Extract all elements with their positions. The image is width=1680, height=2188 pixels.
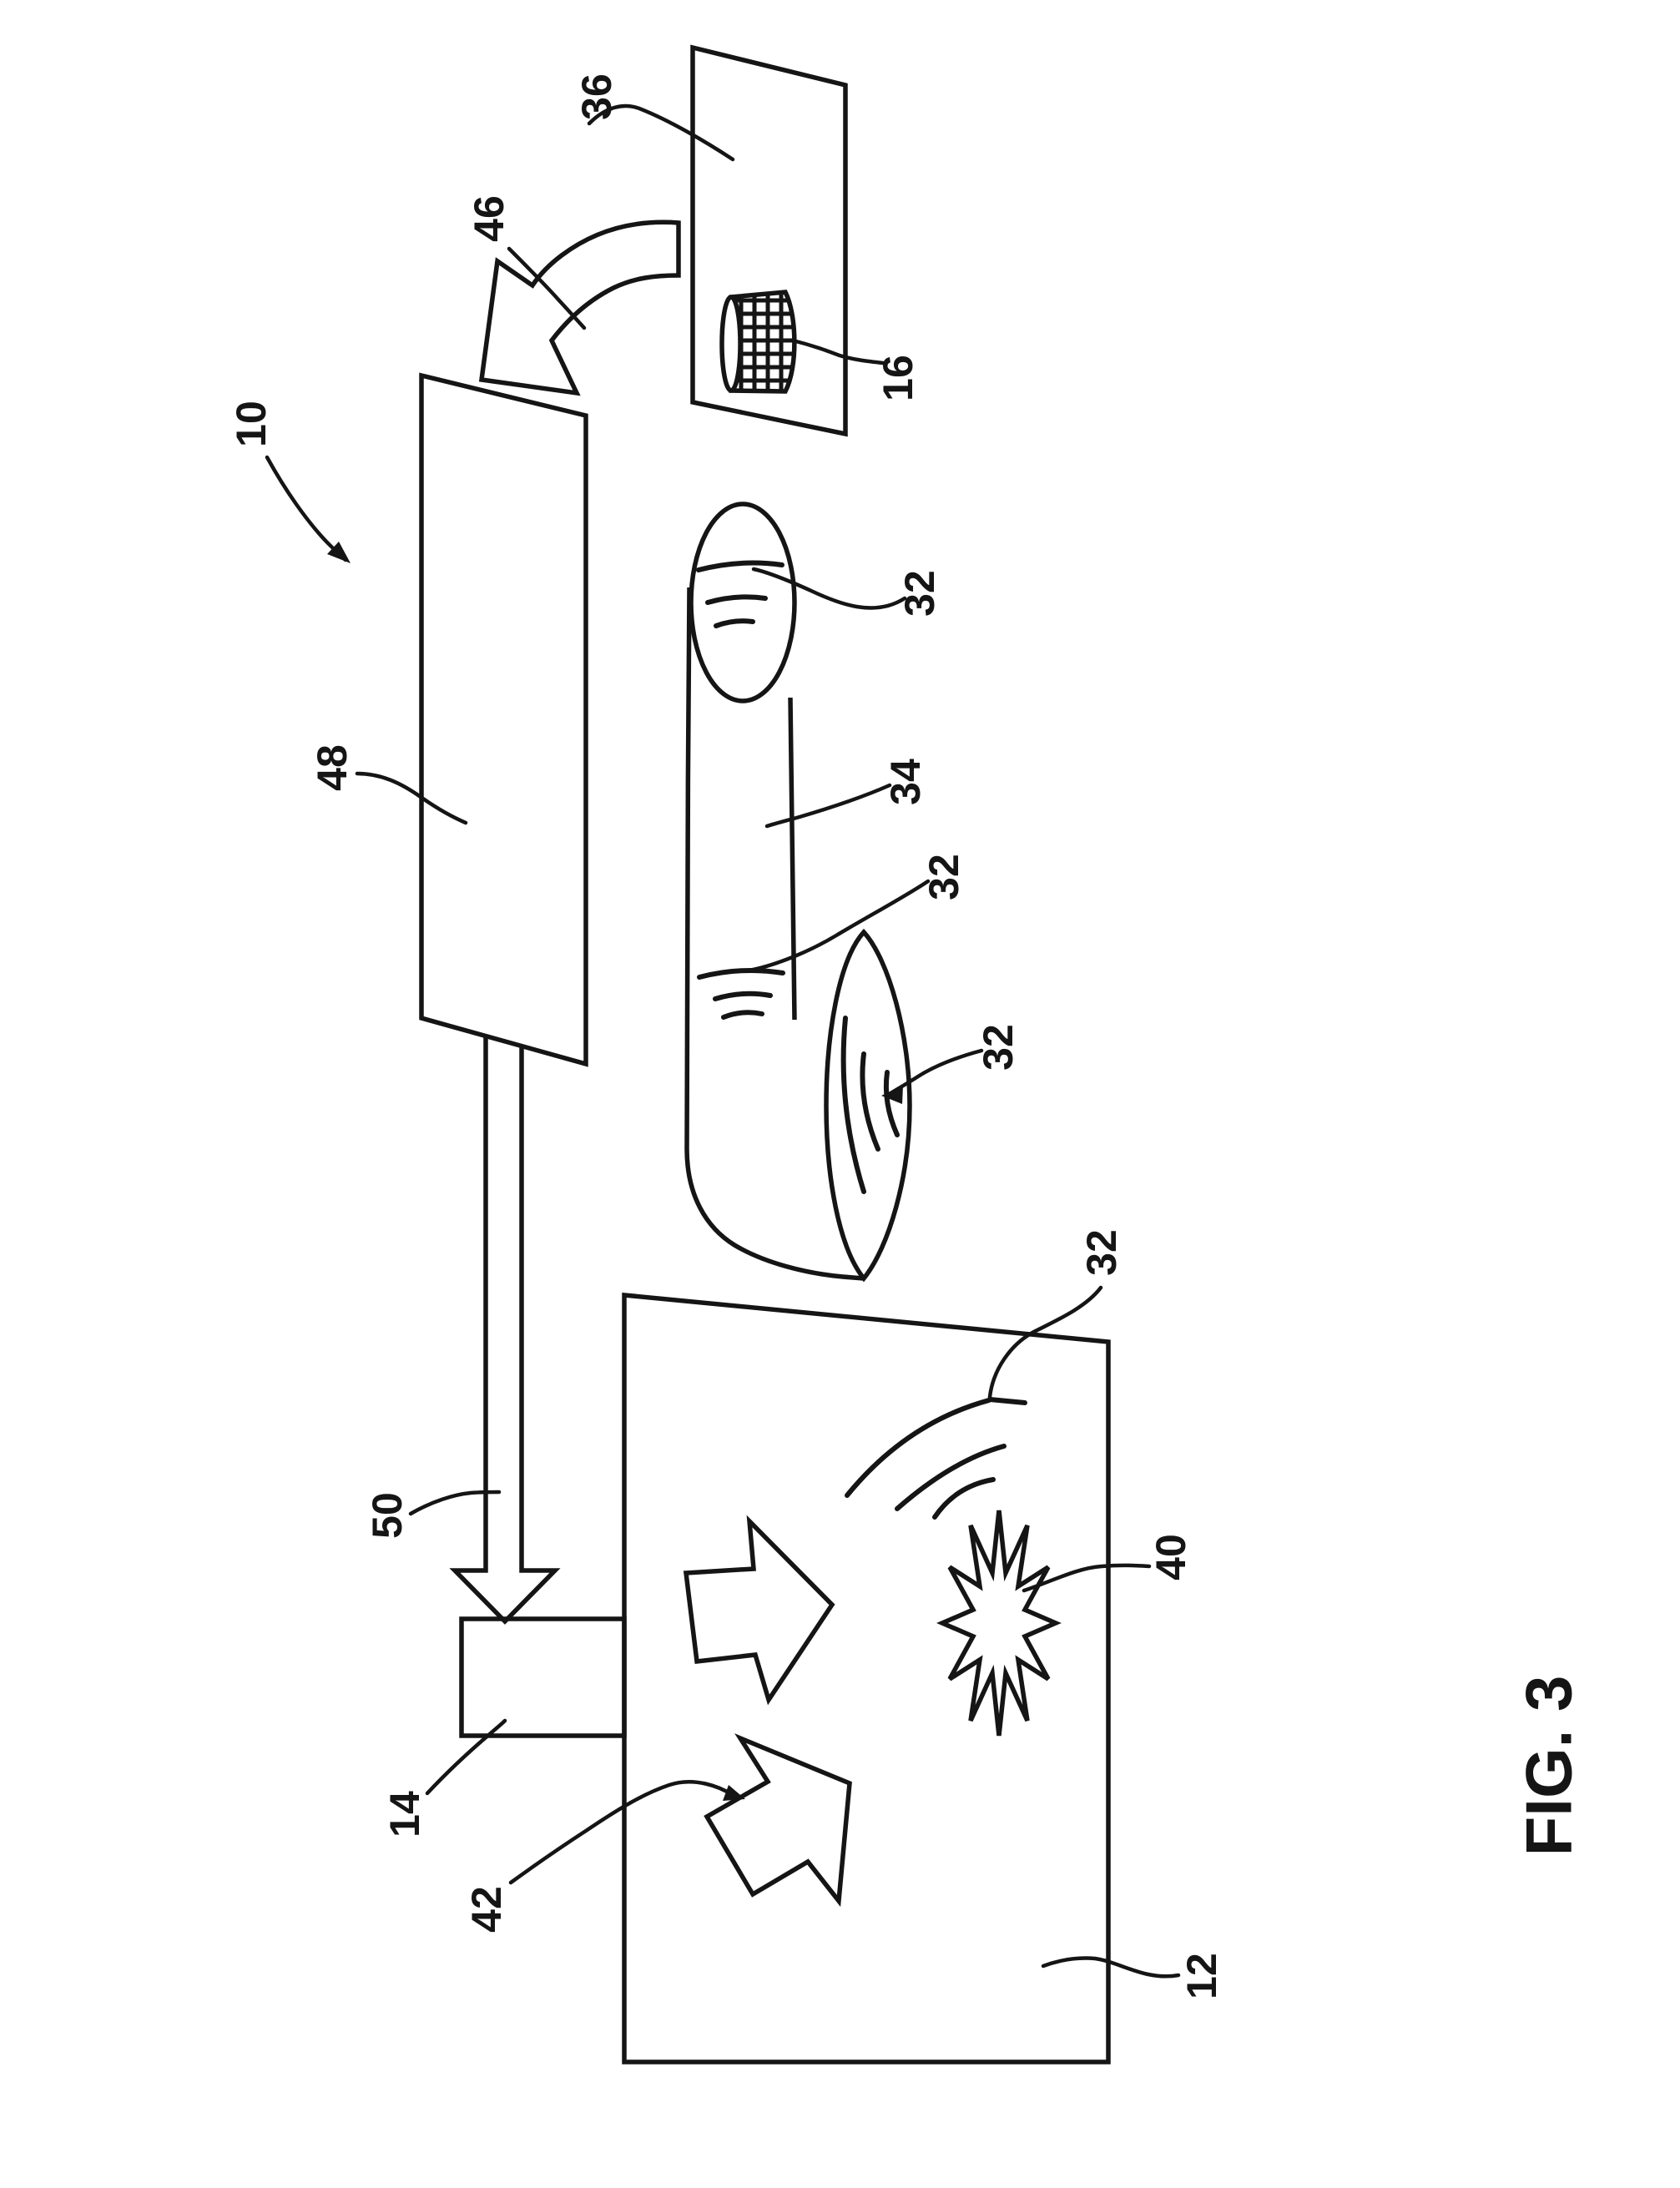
- leader-14: [425, 1718, 507, 1796]
- label-36: 36: [573, 73, 620, 120]
- mesh-roll-body: [729, 290, 797, 394]
- label-34: 34: [882, 759, 929, 805]
- label-14: 14: [381, 1791, 428, 1838]
- starburst-40: [936, 1510, 1062, 1737]
- upper-plate-36: [690, 44, 848, 437]
- leader-32-midfinger: [746, 879, 931, 973]
- label-32-fingertip: 32: [896, 570, 943, 617]
- figure-caption: FIG. 3: [1512, 1676, 1586, 1857]
- module-box-14: [459, 1616, 627, 1738]
- base-rectangle-12: [622, 1292, 1111, 2064]
- wave-arcs-32: [845, 1397, 1027, 1520]
- lens-pad: [824, 928, 912, 1283]
- mesh-roll-16: [719, 290, 797, 394]
- down-arrow-50: [449, 1036, 561, 1625]
- leader-lines: [355, 103, 1181, 1979]
- leader-32-lens-arrowhead: [881, 1086, 903, 1104]
- finger-left-edge: [684, 587, 865, 1281]
- label-32-midfinger: 32: [921, 854, 967, 900]
- label-16: 16: [875, 355, 921, 401]
- fingertip-contact-lines-32: [696, 560, 785, 628]
- pointer-arrow-10: [265, 455, 351, 563]
- leader-32-lens: [881, 1048, 984, 1104]
- label-12: 12: [1178, 1953, 1225, 1999]
- mesh-roll-end-cap: [719, 295, 743, 393]
- leader-16: [790, 338, 885, 366]
- label-48: 48: [309, 744, 356, 791]
- leader-46: [507, 246, 587, 330]
- leader-32-fingertip: [751, 567, 907, 610]
- label-10: 10: [228, 401, 275, 447]
- label-40: 40: [1148, 1534, 1194, 1581]
- leader-34: [764, 783, 892, 829]
- fingertip-ellipse: [689, 502, 797, 703]
- block-arrow-42-lower: [704, 1733, 852, 1908]
- label-42: 42: [463, 1886, 510, 1933]
- reference-numerals: 10 36 46 16 48 32 34 32 32 32 50 14 42 4…: [228, 73, 1225, 1999]
- label-32-lens: 32: [975, 1024, 1022, 1071]
- leader-40: [1022, 1563, 1152, 1593]
- finger-right-edge: [788, 697, 797, 1021]
- finger-34: [684, 502, 912, 1283]
- label-46: 46: [466, 195, 512, 242]
- leader-42-arrowhead: [723, 1785, 745, 1801]
- leader-42: [508, 1780, 745, 1885]
- leader-12: [1041, 1956, 1181, 1979]
- leader-36: [587, 103, 735, 162]
- curved-arrow-46: [478, 219, 681, 396]
- pointer-arrowhead: [327, 542, 351, 563]
- block-arrow-42-upper: [683, 1515, 835, 1706]
- label-32-waves: 32: [1078, 1229, 1125, 1276]
- label-50: 50: [364, 1492, 411, 1539]
- lens-contact-lines-32: [840, 1016, 900, 1194]
- tall-panel-48: [419, 372, 588, 1067]
- leader-50: [408, 1490, 502, 1516]
- leader-48: [355, 771, 468, 825]
- mid-finger-contact-lines-32: [697, 967, 785, 1020]
- leader-32-waves: [987, 1285, 1103, 1399]
